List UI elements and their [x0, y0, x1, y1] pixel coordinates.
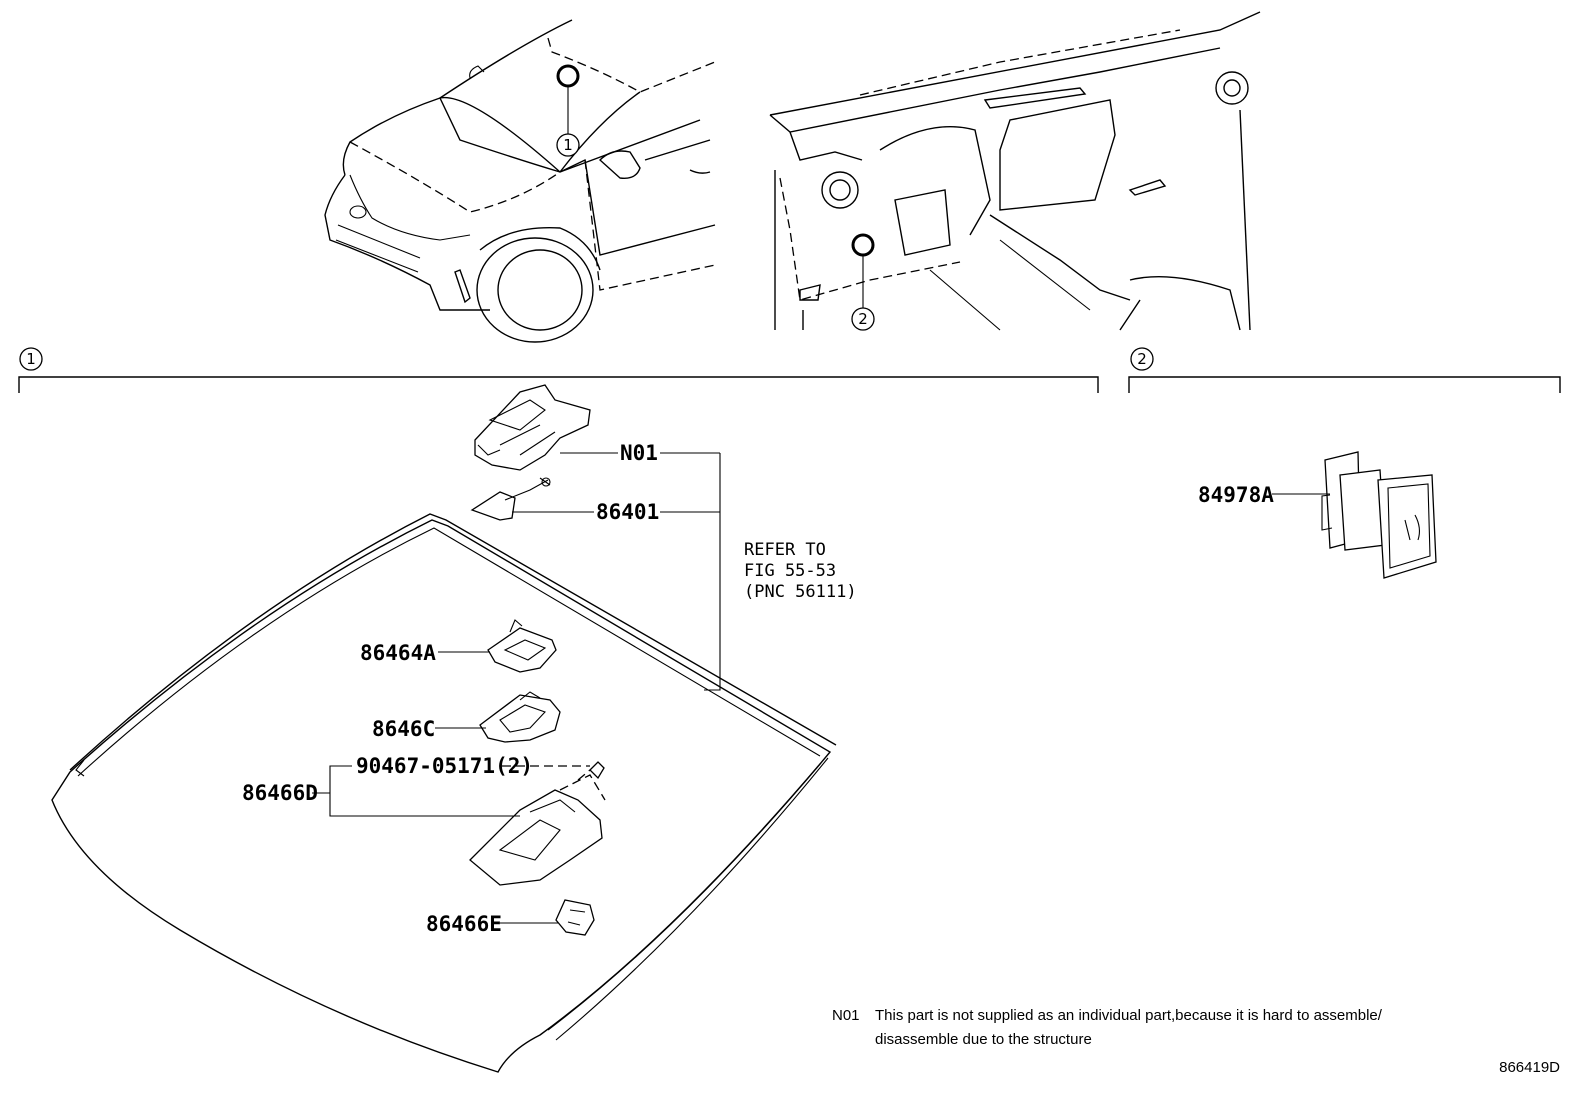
- windshield-glass: [51, 513, 837, 1073]
- label-n01: N01: [620, 441, 658, 465]
- note-line-1: This part is not supplied as an individu…: [875, 1007, 1383, 1024]
- part-8646c-illustration: [479, 691, 561, 743]
- refer-line-2: FIG 55-53: [744, 561, 836, 581]
- part-84978a-illustration: [1321, 451, 1437, 579]
- part-86464a-illustration: [487, 619, 557, 673]
- section-1-label: 1: [26, 350, 36, 368]
- section-2-bracket: 2: [1128, 347, 1561, 393]
- vehicle-interior-illustration: 2: [769, 11, 1261, 331]
- refer-line-1: REFER TO: [744, 540, 826, 560]
- figure-id: 866419D: [1499, 1059, 1560, 1076]
- section-2-label: 2: [1137, 350, 1147, 368]
- part-n01-illustration: [474, 384, 591, 471]
- label-86466e: 86466E: [426, 912, 502, 936]
- part-86466d-illustration: [469, 761, 606, 886]
- refer-line-3: (PNC 56111): [744, 582, 857, 602]
- label-86401: 86401: [596, 500, 659, 524]
- section-1-bracket: 1: [18, 347, 1099, 393]
- note-code: N01: [832, 1007, 860, 1024]
- label-86464a: 86464A: [360, 641, 436, 665]
- note-line-2: disassemble due to the structure: [875, 1031, 1092, 1048]
- callout-2-top: 2: [858, 310, 868, 328]
- part-86466e-illustration: [555, 899, 595, 936]
- callout-1-top: 1: [563, 136, 573, 154]
- label-86466d: 86466D: [242, 781, 318, 805]
- label-84978a: 84978A: [1198, 483, 1274, 507]
- part-86401-illustration: [470, 477, 551, 521]
- vehicle-exterior-illustration: 1: [324, 19, 716, 343]
- label-8646c: 8646C: [372, 717, 435, 741]
